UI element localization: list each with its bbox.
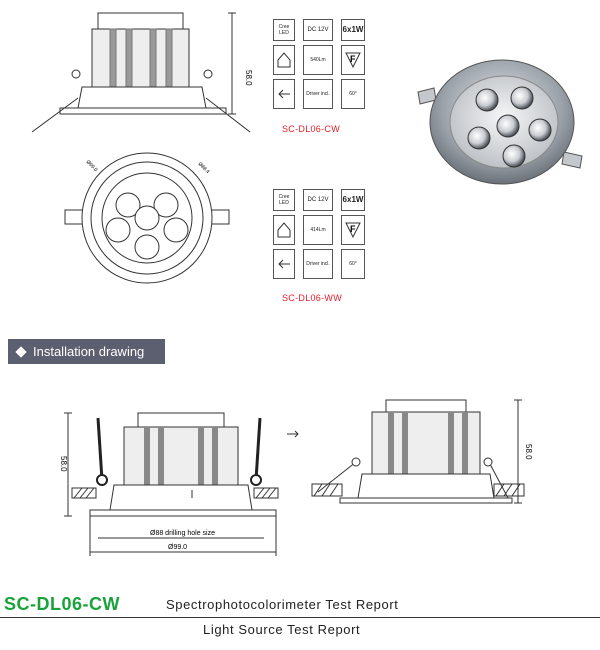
installation-banner: Installation drawing (8, 339, 165, 364)
f-mark-icon: F (341, 215, 365, 245)
top-view-dim-2: Ø88.4 (197, 161, 211, 175)
installation-drawing-left: 58.0 Ø88 drilling hole size Ø99.0 (59, 412, 279, 556)
model-label-ww: SC-DL06-WW (282, 293, 343, 303)
diamond-icon (15, 345, 27, 358)
arrow-left-icon (273, 79, 295, 109)
side-height-label: 58.0 (244, 70, 253, 86)
footer-divider (0, 617, 600, 618)
voltage-cell: DC 12V (303, 189, 333, 211)
lumen-cell: 540Lm (303, 45, 333, 75)
cree-led-cell: Cree LED (273, 189, 295, 211)
top-view-drawing: Ø99.0 Ø88.4 (64, 152, 230, 284)
side-view-drawing: 58.0 (31, 12, 253, 133)
install-hole-label: Ø88 drilling hole size (150, 530, 215, 537)
svg-text:F: F (350, 224, 356, 234)
cree-led-cell: Cree LED (273, 19, 295, 41)
house-icon (273, 215, 295, 245)
beam-angle-cell: 60° (341, 249, 365, 279)
footer-model: SC-DL06-CW (4, 594, 120, 614)
angle-label: 60° (349, 91, 357, 97)
beam-angle-cell: 60° (341, 79, 365, 109)
angle-label: 60° (349, 261, 357, 267)
installation-drawing-right: 58.0 (311, 399, 533, 504)
power-cell: 6x1W (341, 19, 365, 41)
lumen-cell: 414Lm (303, 215, 333, 245)
f-mark-icon: F (341, 45, 365, 75)
driver-cell: Driver incl. (303, 79, 333, 109)
power-cell: 6x1W (341, 189, 365, 211)
install-height-left: 58.0 (59, 456, 68, 472)
install-outer-label: Ø99.0 (168, 544, 187, 551)
voltage-cell: DC 12V (303, 19, 333, 41)
arrow-right-icon (287, 430, 299, 438)
top-view-dim-1: Ø99.0 (85, 159, 99, 173)
arrow-left-icon (273, 249, 295, 279)
report-title-2: Light Source Test Report (203, 622, 361, 637)
spec-grid-cw: Cree LED DC 12V 6x1W 540Lm F Driver incl… (273, 19, 365, 109)
driver-cell: Driver incl. (303, 249, 333, 279)
install-height-right: 58.0 (524, 444, 533, 460)
spec-grid-ww: Cree LED DC 12V 6x1W 414Lm F Driver incl… (273, 189, 365, 279)
model-label-cw: SC-DL06-CW (282, 124, 341, 134)
svg-text:F: F (350, 54, 356, 64)
report-title-1: Spectrophotocolorimeter Test Report (166, 597, 399, 612)
banner-label: Installation drawing (33, 344, 145, 359)
house-icon (273, 45, 295, 75)
product-photo (417, 59, 583, 185)
